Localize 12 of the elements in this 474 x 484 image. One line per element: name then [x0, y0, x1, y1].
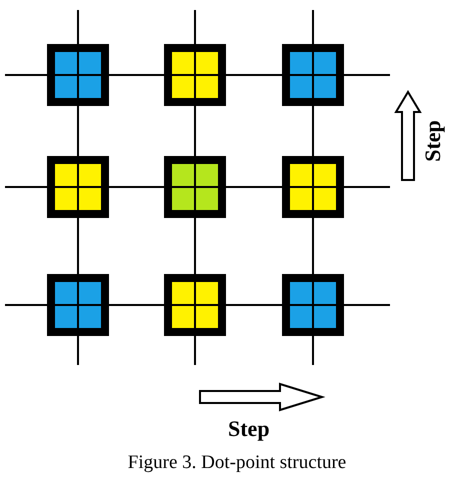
square-cell — [164, 44, 226, 106]
figure-caption: Figure 3. Dot-point structure — [126, 452, 348, 474]
axis-label: Step — [420, 120, 446, 162]
square-cell — [164, 156, 226, 218]
square-cell — [47, 156, 109, 218]
axis-label: Step — [228, 416, 270, 442]
square-cell — [282, 274, 344, 336]
square-cell — [47, 44, 109, 106]
square-cell — [282, 44, 344, 106]
square-cell — [47, 274, 109, 336]
square-cell — [282, 156, 344, 218]
square-cell — [164, 274, 226, 336]
